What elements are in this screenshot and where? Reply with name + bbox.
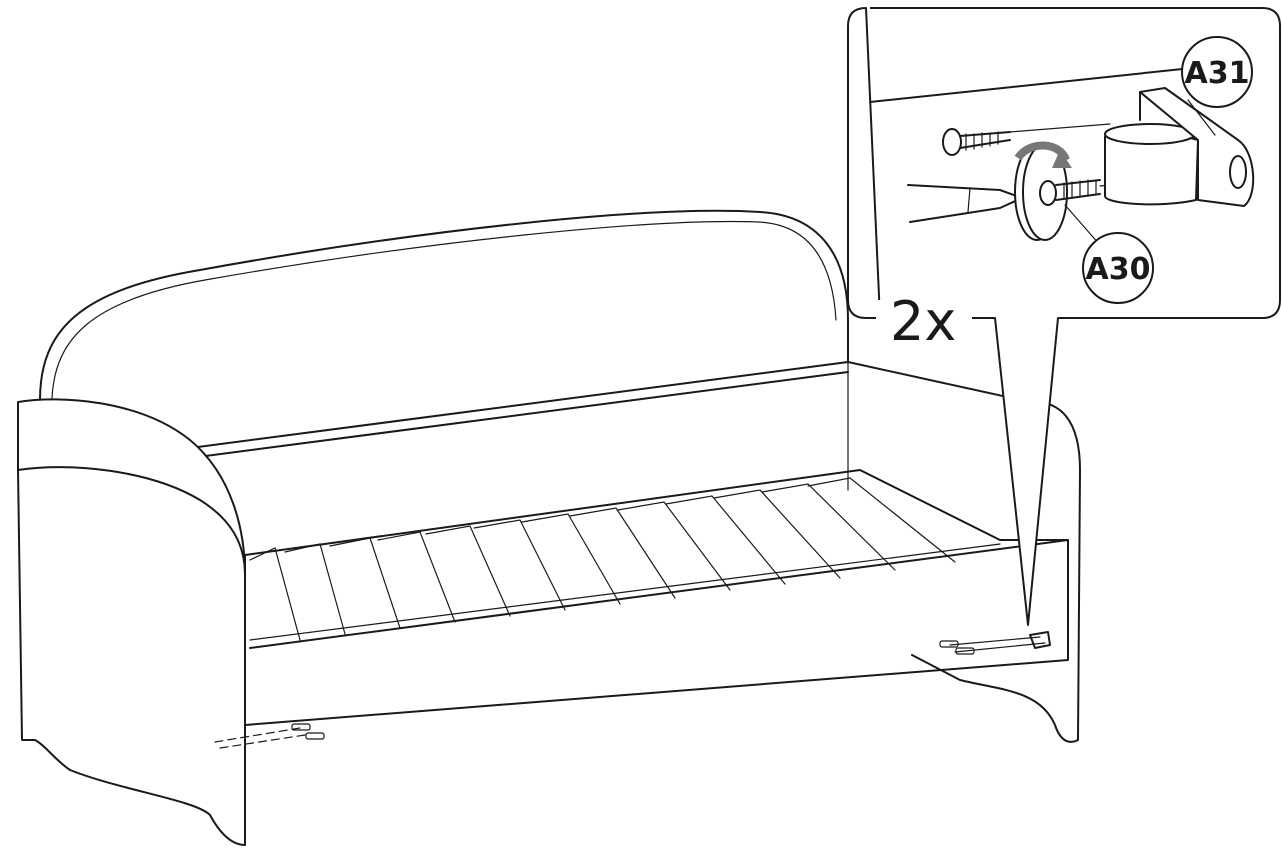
right-armrest (911, 400, 1081, 743)
backrest-edge (51, 220, 837, 399)
left-armrest (17, 398, 246, 846)
screw-top (942, 123, 1111, 156)
label-A30: A30 (1082, 232, 1154, 304)
quantity-label: 2x (890, 290, 956, 353)
sofa-bed (17, 209, 1081, 846)
backrest (39, 209, 849, 401)
back-panel (174, 361, 1031, 461)
cap-A30 (1014, 141, 1231, 241)
slat-frame (244, 469, 1069, 726)
svg-text:A30: A30 (1086, 252, 1151, 287)
slats (249, 477, 956, 641)
label-A31: A31 (1181, 36, 1253, 108)
screws-right (939, 631, 1051, 655)
bracket-A31 (1104, 87, 1255, 207)
detail-callout: 2x (847, 7, 1281, 626)
svg-text:A31: A31 (1185, 56, 1250, 91)
screws-left (214, 723, 325, 749)
